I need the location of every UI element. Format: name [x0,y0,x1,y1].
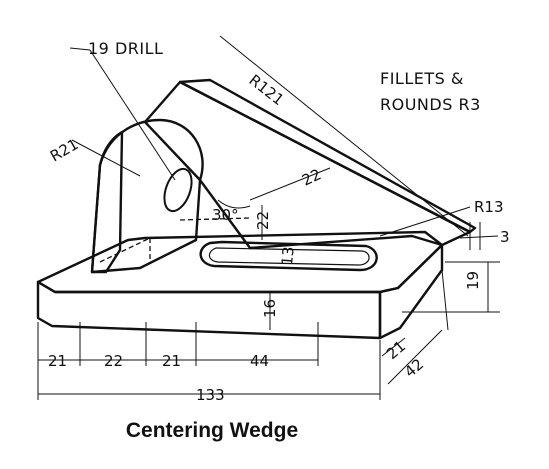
note-fillets-line1: FILLETS & [380,69,464,88]
note-drill: 19 DRILL [88,39,163,58]
angle-arc-30 [217,199,251,209]
dim-22a-label: 22 [104,352,123,370]
center-line [179,217,251,221]
leader-r13 [379,206,471,237]
wedge-top-strip [178,78,477,234]
dim-19-label: 19 [464,271,482,290]
dim-line-22-slope [249,167,331,201]
slot-inner [208,247,370,266]
drill-hole [163,167,193,213]
base-front-face [36,280,382,340]
boss-side [90,130,124,274]
dim-r21-label: R21 [47,135,82,165]
dim-22-vert-label: 22 [254,211,272,230]
dim-line-42-depth [387,329,443,385]
ext-line [441,269,449,331]
dim-44-label: 44 [250,352,269,370]
leader-drill-tail [69,47,91,51]
dim-21a-label: 21 [48,352,67,370]
dim-13-label: 13 [278,246,298,267]
dim-21c-label: 21 [383,337,409,363]
caption: Centering Wedge [126,419,298,442]
hidden-line [99,237,151,263]
leader-drill [89,49,176,181]
slot-outline [199,240,378,272]
leader-r21 [71,139,141,177]
dim-line-3 [459,235,499,239]
note-fillets-line2: ROUNDS R3 [380,95,481,114]
dim-line-r121 [219,35,469,237]
dim-r13-label: R13 [474,198,504,216]
dim-133-label: 133 [196,386,225,404]
dim-30-angle-label: 30° [212,206,239,224]
dim-line-21-depth [381,337,406,357]
dim-22-slope-label: 22 [299,165,324,189]
dim-42-label: 42 [401,355,427,381]
dim-16-label: 16 [261,299,279,318]
dim-3-label: 3 [500,228,510,246]
base-right-face [378,243,444,340]
dim-21b-label: 21 [162,352,181,370]
